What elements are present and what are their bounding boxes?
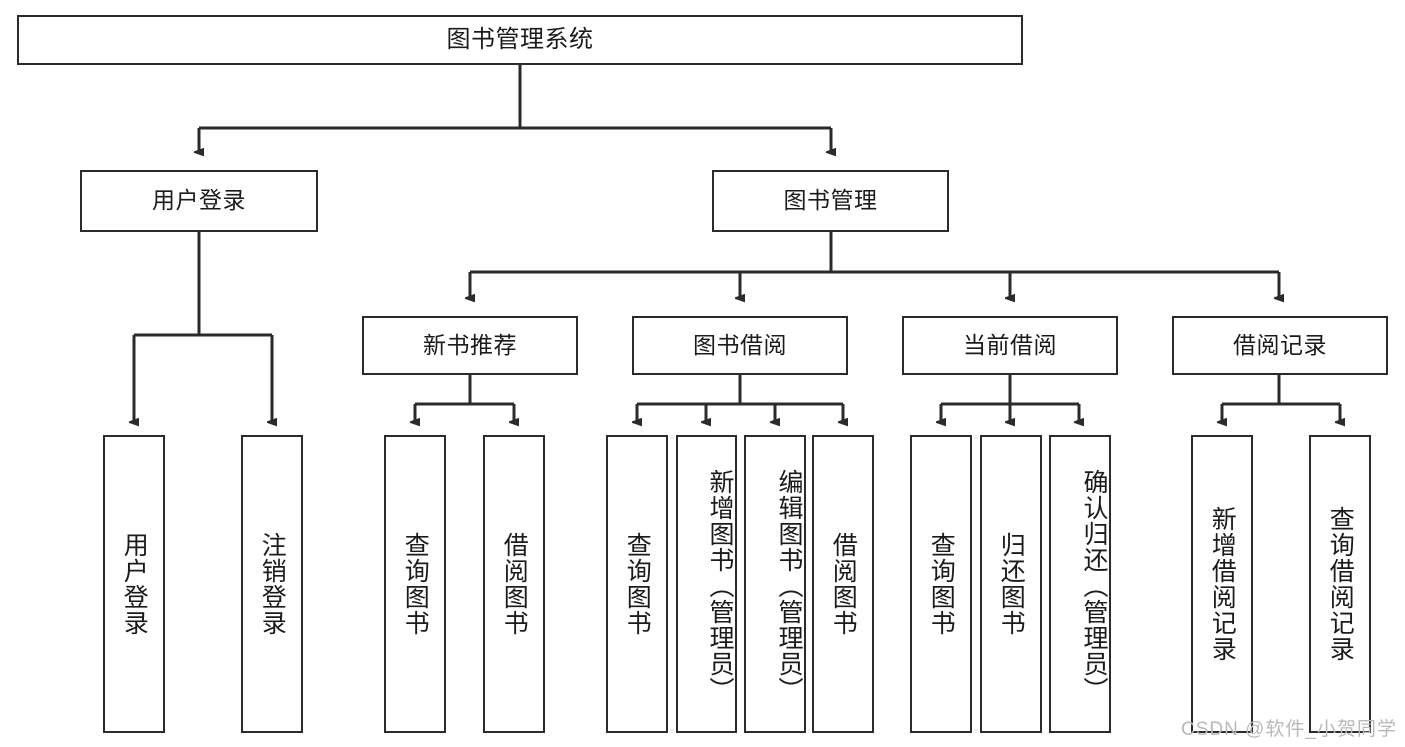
node-label: 新书推荐 (423, 331, 517, 358)
node-book-management[interactable]: 图书管理 (712, 170, 949, 232)
node-leaf-borrow-book-1[interactable]: 借阅图书 (483, 435, 545, 733)
node-leaf-logout[interactable]: 注销登录 (241, 435, 303, 733)
csdn-watermark: CSDN @软件_小贺同学 (1181, 719, 1397, 740)
node-label: 当前借阅 (963, 331, 1057, 358)
node-label: 注销登录 (258, 532, 287, 636)
node-label: 查询借阅记录 (1326, 506, 1355, 662)
node-label: 编辑图书（管理员） (775, 469, 803, 703)
node-new-book-recommendation[interactable]: 新书推荐 (362, 316, 578, 375)
node-leaf-confirm-return-admin[interactable]: 确认归还（管理员） (1049, 435, 1111, 733)
node-label: 查询图书 (927, 532, 956, 636)
node-label: 用户登录 (120, 532, 149, 636)
node-root-book-management-system[interactable]: 图书管理系统 (17, 15, 1023, 65)
node-leaf-add-book-admin[interactable]: 新增图书（管理员） (676, 435, 737, 733)
node-label: 图书管理 (783, 187, 878, 214)
node-leaf-query-book-3[interactable]: 查询图书 (910, 435, 972, 733)
node-leaf-edit-book-admin[interactable]: 编辑图书（管理员） (744, 435, 806, 733)
node-label: 用户登录 (152, 187, 246, 214)
node-label: 借阅记录 (1233, 331, 1327, 358)
node-leaf-borrow-book-2[interactable]: 借阅图书 (812, 435, 874, 733)
node-borrow-record[interactable]: 借阅记录 (1172, 316, 1388, 375)
node-label: 图书借阅 (693, 331, 787, 358)
node-leaf-add-borrow-record[interactable]: 新增借阅记录 (1191, 435, 1253, 733)
node-user-login[interactable]: 用户登录 (80, 170, 318, 232)
node-leaf-query-book-2[interactable]: 查询图书 (606, 435, 668, 733)
node-label: 查询图书 (401, 532, 430, 636)
node-leaf-return-book[interactable]: 归还图书 (980, 435, 1042, 733)
node-label: 借阅图书 (829, 532, 858, 636)
node-book-borrow[interactable]: 图书借阅 (632, 316, 848, 375)
node-label: 新增图书（管理员） (706, 469, 734, 703)
node-leaf-query-borrow-record[interactable]: 查询借阅记录 (1309, 435, 1371, 733)
node-label: 图书管理系统 (446, 25, 594, 53)
node-label: 查询图书 (623, 532, 652, 636)
node-label: 归还图书 (997, 532, 1026, 636)
node-leaf-query-book-1[interactable]: 查询图书 (384, 435, 446, 733)
node-label: 借阅图书 (500, 532, 529, 636)
node-current-borrow[interactable]: 当前借阅 (902, 316, 1118, 375)
node-leaf-user-login[interactable]: 用户登录 (103, 435, 165, 733)
node-label: 确认归还（管理员） (1080, 469, 1108, 703)
node-label: 新增借阅记录 (1208, 506, 1237, 662)
